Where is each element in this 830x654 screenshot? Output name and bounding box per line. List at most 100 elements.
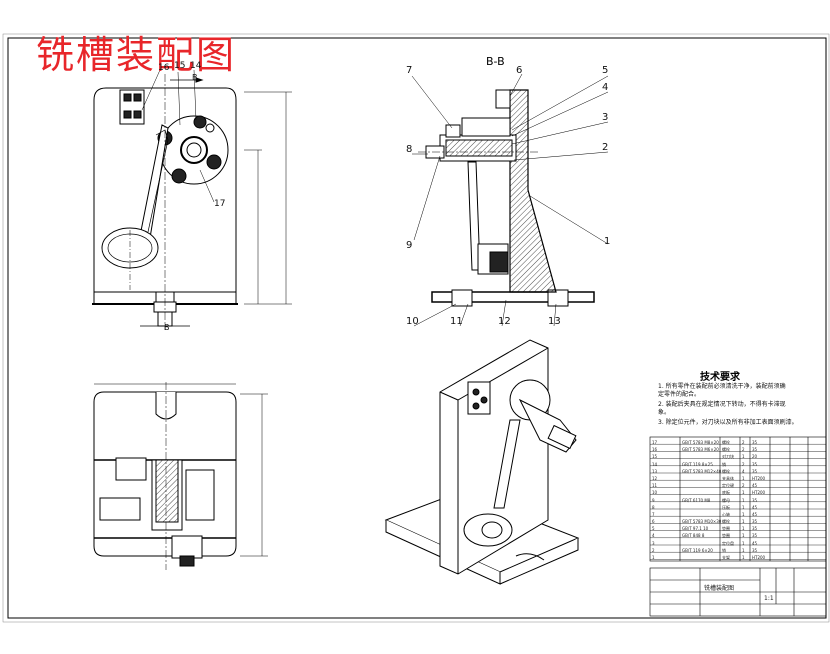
bom-cell-no: 4 xyxy=(652,533,655,539)
bom-row: 11 定位键 2 45 xyxy=(650,482,826,489)
title-block-drawing-name: 铣槽装配图 xyxy=(704,585,735,592)
callout-7: 7 xyxy=(406,65,413,76)
bom-cell-qty: 1 xyxy=(742,555,745,560)
callout-14: 14 xyxy=(190,61,202,71)
bom-cell-std: GB/T 848 8 xyxy=(682,533,705,539)
bom-cell-std: GB/T 6170 M8 xyxy=(682,497,711,503)
bom-cell-name: 销 xyxy=(722,461,726,467)
bom-cell-name: 压板 xyxy=(722,504,730,510)
bom-table-grid xyxy=(649,436,827,562)
bom-cell-qty: 2 xyxy=(742,483,745,489)
bom-cell-name: 定位键 xyxy=(722,483,734,489)
bom-cell-no: 10 xyxy=(652,490,658,496)
callout-1: 1 xyxy=(604,236,611,247)
callout-2: 2 xyxy=(602,142,609,153)
bom-cell-name: 螺栓 xyxy=(722,447,730,453)
bom-cell-std: GB/T 5783 M12×40 xyxy=(682,468,722,474)
bom-cell-no: 11 xyxy=(652,483,658,489)
callout-16: 16 xyxy=(158,63,170,73)
bom-cell-std: GB/T 5783 M10×30 xyxy=(682,519,722,525)
bom-cell-qty: 1 xyxy=(742,454,745,460)
bom-cell-mat: 35 xyxy=(752,461,758,467)
callout-9: 9 xyxy=(406,240,413,251)
top-view xyxy=(93,382,268,570)
bom-cell-name: 螺栓 xyxy=(722,468,730,474)
bom-cell-no: 5 xyxy=(652,526,655,532)
tech-requirements-title: 技术要求 xyxy=(700,372,740,383)
bom-cell-mat: HT200 xyxy=(752,475,766,481)
title-block xyxy=(649,567,827,617)
callout-11: 11 xyxy=(450,316,463,327)
bom-cell-qty: 1 xyxy=(742,511,745,517)
front-view xyxy=(92,69,292,330)
bom-cell-std: GB/T 97.1 10 xyxy=(682,526,709,532)
bom-cell-no: 12 xyxy=(652,475,658,481)
bom-cell-std: GB/T 119 8×25 xyxy=(682,461,713,467)
bom-cell-qty: 1 xyxy=(742,504,745,510)
bom-cell-qty: 2 xyxy=(742,440,745,445)
bom-cell-mat: 45 xyxy=(752,511,758,517)
callout-10: 10 xyxy=(406,316,419,327)
bom-cell-qty: 4 xyxy=(742,468,745,474)
bom-cell-no: 3 xyxy=(652,540,655,546)
bom-cell-name: 螺栓 xyxy=(722,440,730,445)
section-mark-b-top: B xyxy=(192,73,198,82)
drawing-title: 铣槽装配图 xyxy=(36,33,237,77)
bom-row: 10 底板 1 HT200 xyxy=(650,489,826,496)
bom-row: 12 夹具体 1 HT200 xyxy=(650,475,826,482)
tech-note-1-cont: 定零件的配合。 xyxy=(658,391,701,398)
bom-row: 14 GB/T 119 8×25 销 2 35 xyxy=(650,461,826,468)
bom-cell-qty: 2 xyxy=(742,447,745,453)
section-mark-b-bottom: B xyxy=(164,323,170,332)
bom-cell-no: 8 xyxy=(652,504,655,510)
bom-cell-name: 夹具体 xyxy=(722,475,734,481)
bom-cell-no: 16 xyxy=(652,447,658,453)
bom-cell-std: GB/T 119 6×20 xyxy=(682,547,713,553)
bom-cell-name: 螺栓 xyxy=(722,519,730,525)
bom-cell-mat: 45 xyxy=(752,483,758,489)
callout-15: 15 xyxy=(174,61,186,71)
bom-cell-no: 7 xyxy=(652,511,655,517)
tech-note-3: 3. 除定位元件，对刀块以及所有非加工表面须刷漆。 xyxy=(658,419,798,426)
tech-note-2-cont: 象。 xyxy=(658,409,671,416)
bom-cell-mat: HT200 xyxy=(752,490,766,496)
bom-cell-qty: 1 xyxy=(742,475,745,481)
bom-cell-name: 定位盘 xyxy=(722,540,734,546)
bom-cell-mat: 35 xyxy=(752,440,758,445)
bom-cell-name: 心轴 xyxy=(722,511,730,517)
callout-6: 6 xyxy=(516,65,523,76)
callout-12: 12 xyxy=(498,316,511,327)
callout-3: 3 xyxy=(602,112,609,123)
isometric-view xyxy=(384,339,580,585)
bom-cell-name: 支架 xyxy=(722,555,730,560)
bom-cell-mat: 45 xyxy=(752,540,758,546)
bom-cell-mat: 35 xyxy=(752,447,758,453)
tech-note-1: 1. 所有零件在装配前必须清洗干净，装配前须确 xyxy=(658,383,786,390)
callout-8: 8 xyxy=(406,144,413,155)
bom-row: 7 心轴 1 45 xyxy=(650,511,826,518)
bom-cell-name: 销 xyxy=(722,547,726,553)
bom-cell-no: 6 xyxy=(652,519,655,525)
bom-cell-mat: 35 xyxy=(752,497,758,503)
tech-note-2: 2. 装配后夹具在规定情况下转动，不得有卡滞现 xyxy=(658,401,786,408)
bom-cell-qty: 1 xyxy=(742,526,745,532)
bom-cell-name: 垫圈 xyxy=(722,526,730,532)
bom-cell-name: 底板 xyxy=(722,490,730,496)
bom-cell-no: 2 xyxy=(652,547,655,553)
bom-cell-name: 垫圈 xyxy=(722,533,730,539)
bom-cell-std: GB/T 5783 M6×20 xyxy=(682,447,719,453)
bom-cell-mat: 35 xyxy=(752,526,758,532)
bom-cell-mat: 35 xyxy=(752,519,758,525)
bom-cell-no: 17 xyxy=(652,440,658,445)
bom-cell-qty: 2 xyxy=(742,461,745,467)
bom-cell-qty: 1 xyxy=(742,490,745,496)
bom-cell-no: 14 xyxy=(652,461,658,467)
